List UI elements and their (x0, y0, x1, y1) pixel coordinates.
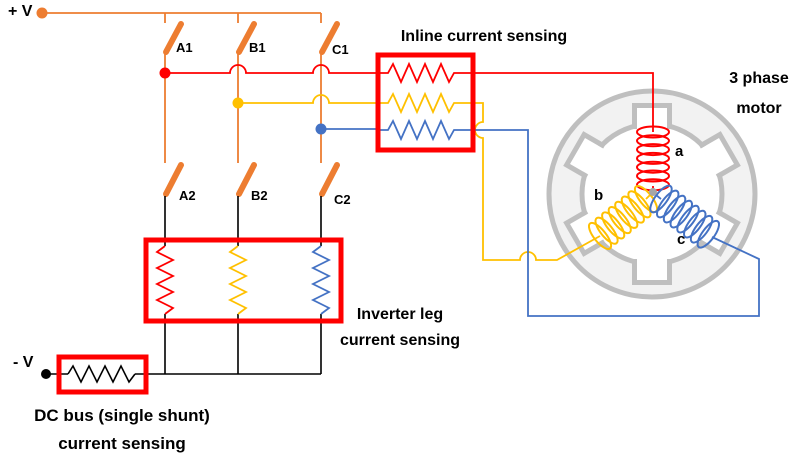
switch-c2-blade-icon (319, 162, 340, 197)
inverter-leg-sensing-title: Inverter leg current sensing (325, 302, 475, 354)
dc-bus-title-line1: DC bus (single shunt) (34, 406, 210, 425)
motor-neutral-dot (649, 188, 657, 196)
inverter-leg-title-line2: current sensing (339, 332, 461, 349)
phase-a-wire (170, 64, 378, 74)
stator-slot-icon (635, 254, 670, 283)
dc-bus-sensing-title: DC bus (single shunt) current sensing (8, 402, 236, 458)
switch-c2-label: C2 (334, 192, 351, 207)
switch-a2-blade-icon (163, 162, 184, 197)
coil-a-label: a (675, 143, 684, 160)
phase-a-leg-resistor-icon (154, 245, 176, 315)
switch-b2-label: B2 (251, 188, 268, 203)
switch-c1-blade-icon (319, 21, 340, 55)
phase-c-blue-wiring (310, 118, 760, 317)
inline-sensing-title: Inline current sensing (400, 28, 568, 45)
motor-title-line1: 3 phase (729, 70, 789, 87)
dc-bus-shunt-resistor-icon (67, 364, 136, 384)
highlight-boxes (56, 52, 476, 395)
phase-b-wire (243, 94, 378, 104)
phase-c-node-dot (315, 123, 327, 135)
phase-b-leg-resistor-icon (227, 245, 249, 315)
phase-a-node-dot (159, 67, 171, 79)
inverter-leg-title-line1: Inverter leg (356, 306, 444, 323)
motor-title: 3 phase motor (720, 64, 798, 124)
motor-title-line2: motor (736, 100, 782, 117)
phase-b-node-dot (232, 97, 244, 109)
negative-rail-label: - V (13, 354, 34, 371)
switch-a1-label: A1 (176, 40, 193, 55)
switch-b1-blade-icon (236, 21, 257, 55)
phase-c-inline-resistor-icon (378, 118, 464, 142)
negative-rail-wiring (41, 196, 322, 384)
positive-rail-and-switches (36, 7, 340, 197)
positive-rail-dot (36, 7, 48, 19)
phase-b-yellow-wiring (227, 91, 662, 315)
switch-a1-blade-icon (163, 21, 184, 55)
coil-c-label: c (677, 231, 686, 248)
switch-a2-label: A2 (179, 188, 196, 203)
phase-a-inline-resistor-icon (378, 61, 473, 85)
inline-sensing-box (375, 52, 476, 153)
switch-b1-label: B1 (249, 40, 266, 55)
switch-c1-label: C1 (332, 42, 349, 57)
dc-bus-sensing-box (56, 354, 149, 395)
switch-b2-blade-icon (236, 162, 257, 197)
coil-b-label: b (594, 187, 604, 204)
inverter-leg-sensing-box (143, 237, 344, 324)
phase-b-motor-wire (473, 102, 651, 261)
phase-c-leg-resistor-icon (310, 245, 332, 315)
inverter-leg-bottom-wires (164, 314, 322, 374)
phase-b-inline-resistor-icon (378, 91, 473, 115)
positive-rail-label: + V (8, 3, 33, 20)
dc-bus-title-line2: current sensing (58, 434, 186, 453)
phase-a-red-wiring (154, 61, 670, 315)
